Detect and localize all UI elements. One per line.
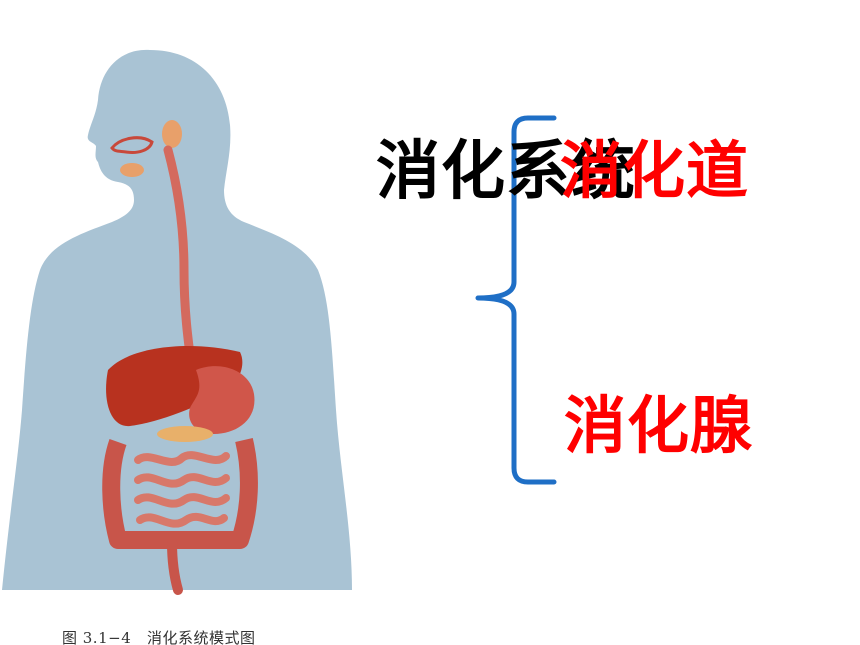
digestive-gland-label: 消化腺 [564, 389, 754, 462]
small-intestine [134, 451, 230, 528]
rectum [167, 537, 183, 595]
salivary-gland [120, 163, 144, 177]
stomach [189, 366, 255, 434]
esophagus [163, 145, 197, 375]
digestive-system-figure: 图 3.1−4 消化系统模式图 [0, 30, 352, 645]
digestive-tract-label: 消化道 [560, 134, 750, 207]
large-intestine [102, 437, 258, 549]
slide-title: 消化系统 [376, 135, 636, 209]
body-silhouette [2, 49, 352, 590]
mouth-cavity [110, 136, 154, 154]
curly-brace-icon [475, 115, 557, 485]
figure-caption: 图 3.1−4 消化系统模式图 [62, 629, 256, 645]
liver [106, 346, 243, 427]
pancreas [157, 426, 213, 442]
parotid-gland [162, 120, 182, 148]
digestive-system-illustration [2, 49, 352, 595]
